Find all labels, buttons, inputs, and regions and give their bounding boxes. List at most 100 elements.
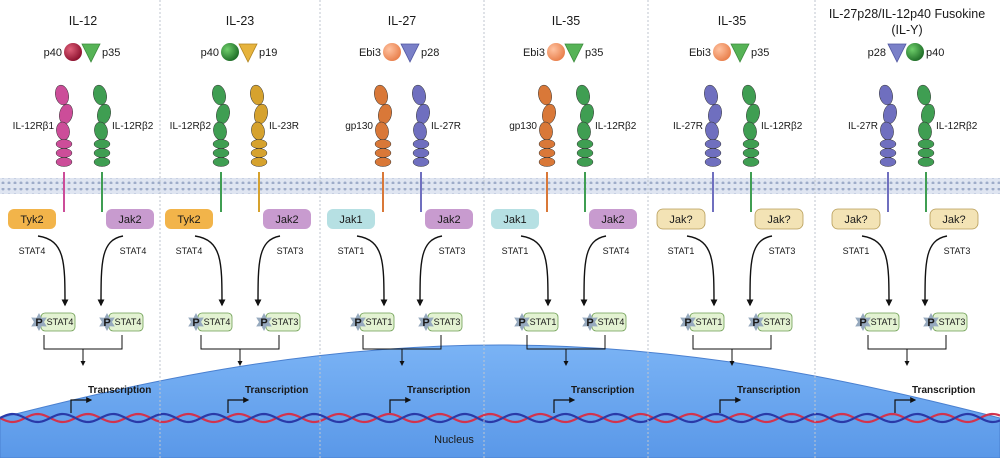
kinase-right-label: Jak2 <box>118 214 141 226</box>
transcription-label: Transcription <box>407 385 470 396</box>
kinase-right-label: Jak2 <box>601 214 624 226</box>
phospho-stat-left-label: STAT1 <box>871 317 898 327</box>
ligand-left-label: Ebi3 <box>523 47 545 59</box>
stat-recruitment-arrow-right <box>580 235 607 307</box>
ligand-right-label: p28 <box>421 47 439 59</box>
cytokine-ligand: p28 p40 <box>868 43 944 63</box>
ligand-right-label: p35 <box>751 47 769 59</box>
phosphate-star-icon <box>256 313 272 331</box>
ligand-left-label: p28 <box>868 47 886 59</box>
kinase-right: Jak? <box>754 208 804 230</box>
phosphate-p-label: P <box>927 317 934 329</box>
phospho-stat-right-label: STAT3 <box>434 317 461 327</box>
stat-recruitment-arrow-right <box>416 235 443 307</box>
p40-subunit-icon <box>64 43 82 61</box>
dna-strand-red <box>0 412 1000 424</box>
phospho-stat-right-label: STAT3 <box>764 317 791 327</box>
ligand-right-label: p19 <box>259 47 277 59</box>
kinase-right: Jak2 <box>589 209 637 229</box>
kinase-right: Jak? <box>929 208 979 230</box>
gp130-receptor-icon <box>538 84 556 212</box>
il12rb2-receptor-icon <box>93 84 111 212</box>
transcription-label: Transcription <box>88 385 151 396</box>
receptor-left-label: IL-12Rβ1 <box>13 121 55 132</box>
il12rb1-receptor-icon <box>55 84 73 212</box>
receptor-right-label: IL-12Rβ2 <box>936 121 978 132</box>
p19-subunit-icon <box>238 43 258 63</box>
phospho-stat-left-label: STAT4 <box>204 317 231 327</box>
stat-right-label: STAT4 <box>120 246 147 256</box>
phosphate-p-label: P <box>354 317 361 329</box>
stat-recruitment-arrow-left <box>520 235 552 307</box>
p35-subunit-icon <box>730 43 750 63</box>
phosphate-star-icon <box>418 313 434 331</box>
il12rb2-receptor-icon <box>576 84 594 212</box>
phosphate-star-icon <box>514 313 530 331</box>
phospho-stat-left: P STAT4 <box>188 312 233 332</box>
transcription-start-arrow <box>70 397 93 413</box>
kinase-left-label: Jak? <box>844 214 867 226</box>
il27r-receptor-icon <box>412 84 430 212</box>
transcription-label: Transcription <box>245 385 308 396</box>
phospho-stat-right-label: STAT3 <box>272 317 299 327</box>
stat-recruitment-arrow-right <box>746 235 773 307</box>
panel-title: IL-35 <box>718 14 747 28</box>
phosphate-p-label: P <box>422 317 429 329</box>
transcription-start-arrow <box>719 397 742 413</box>
stat-recruitment-arrow-left <box>37 235 69 307</box>
phosphate-p-label: P <box>518 317 525 329</box>
phosphate-star-icon <box>582 313 598 331</box>
phosphate-p-label: P <box>35 317 42 329</box>
stat-left-label: STAT1 <box>843 246 870 256</box>
phosphate-star-icon <box>680 313 696 331</box>
ebi3-subunit-icon <box>547 43 565 61</box>
panel-title: IL-12 <box>69 14 98 28</box>
phospho-stat-right: P STAT3 <box>418 312 463 332</box>
phosphate-star-icon <box>923 313 939 331</box>
phosphate-p-label: P <box>586 317 593 329</box>
stat-left-label: STAT4 <box>176 246 203 256</box>
il27r-receptor-icon <box>704 84 722 212</box>
kinase-left: Jak? <box>656 208 706 230</box>
receptor-left-label: IL-27R <box>848 121 878 132</box>
stat-right-label: STAT3 <box>769 246 796 256</box>
phospho-stat-left-label: STAT1 <box>530 317 557 327</box>
ligand-right-label: p40 <box>926 47 944 59</box>
phosphate-star-icon <box>855 313 871 331</box>
stat-recruitment-arrow-right <box>254 235 281 307</box>
phosphate-star-icon <box>188 313 204 331</box>
kinase-right: Jak2 <box>425 209 473 229</box>
panel-title: IL-27p28/IL-12p40 Fusokine <box>829 7 985 21</box>
transcription-label: Transcription <box>912 385 975 396</box>
kinase-right-label: Jak2 <box>275 214 298 226</box>
kinase-right-label: Jak2 <box>437 214 460 226</box>
p35-subunit-icon <box>81 43 101 63</box>
p28-subunit-icon <box>887 43 907 63</box>
dna-strand-blue <box>0 412 1000 424</box>
phospho-stat-left-label: STAT1 <box>366 317 393 327</box>
stat-left-label: STAT1 <box>502 246 529 256</box>
transcription-label: Transcription <box>571 385 634 396</box>
receptor-left-label: IL-27R <box>673 121 703 132</box>
kinase-left-label: Jak? <box>669 214 692 226</box>
phosphate-star-icon <box>31 313 47 331</box>
stat-left-label: STAT4 <box>19 246 46 256</box>
cytokine-ligand: Ebi3 p28 <box>359 43 439 63</box>
kinase-left: Jak1 <box>327 209 375 229</box>
ligand-left-label: Ebi3 <box>359 47 381 59</box>
phosphate-p-label: P <box>192 317 199 329</box>
stat-recruitment-arrow-left <box>356 235 388 307</box>
ebi3-subunit-icon <box>713 43 731 61</box>
kinase-left: Tyk2 <box>165 209 213 229</box>
kinase-right: Jak2 <box>106 209 154 229</box>
phosphate-star-icon <box>99 313 115 331</box>
